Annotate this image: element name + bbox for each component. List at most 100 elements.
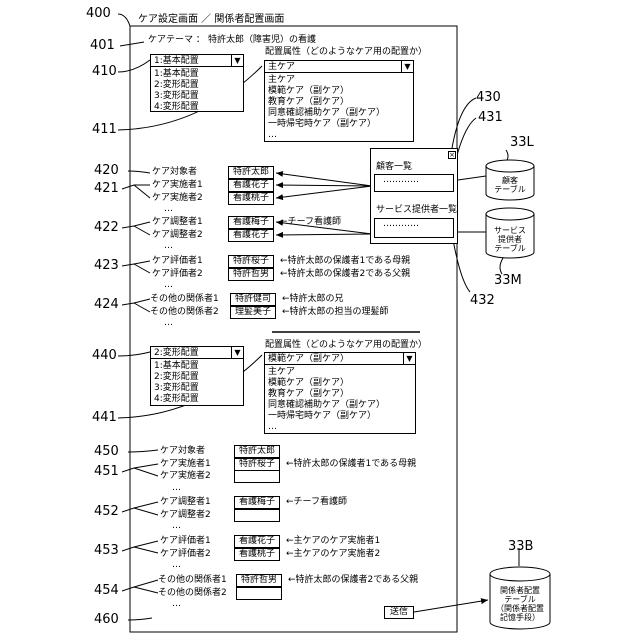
other2-field-2[interactable] bbox=[236, 587, 282, 600]
placement-option[interactable]: 1:基本配置 bbox=[154, 361, 240, 372]
attr-option[interactable]: 一時帰宅時ケア（副ケア） bbox=[268, 119, 410, 130]
chevron-down-icon[interactable]: ▼ bbox=[403, 353, 415, 364]
chevron-down-icon[interactable]: ▼ bbox=[401, 61, 413, 72]
screen-title: ケア設定画面 ／ 関係者配置画面 bbox=[138, 14, 284, 25]
chevron-down-icon[interactable]: ▼ bbox=[231, 55, 243, 66]
adj2-field-1[interactable]: 看護花子 bbox=[228, 229, 274, 242]
eval2-label-2: ケア評価者2 bbox=[160, 549, 211, 560]
ellipsis: … bbox=[172, 561, 181, 570]
exec2-field-2[interactable] bbox=[234, 470, 280, 483]
other2-label-1: その他の関係者2 bbox=[150, 307, 219, 318]
exec2-label-1: ケア実施者2 bbox=[152, 193, 203, 204]
attr-option[interactable]: 教育ケア（副ケア） bbox=[268, 389, 412, 400]
customer-list[interactable]: ………… bbox=[374, 174, 454, 192]
ellipsis: … bbox=[172, 522, 181, 531]
exec1-label-1: ケア実施者1 bbox=[152, 180, 203, 191]
customer-list-title: 顧客一覧 bbox=[376, 162, 412, 173]
ellipsis: … bbox=[164, 281, 173, 290]
attr-option[interactable]: … bbox=[268, 422, 412, 433]
ref-452: 452 bbox=[94, 505, 119, 519]
other2-note-1: ←特許太郎の担当の理髪師 bbox=[282, 307, 389, 318]
attr-label-1: 配置属性（どのようなケア用の配置か） bbox=[265, 47, 427, 58]
placement-options-1[interactable]: 1:基本配置 2:変形配置 3:変形配置 4:変形配置 bbox=[150, 66, 244, 112]
ellipsis: … bbox=[164, 242, 173, 251]
adj1-field-1[interactable]: 看護梅子 bbox=[228, 216, 274, 229]
adj2-label-2: ケア調整者2 bbox=[160, 510, 211, 521]
placement-option[interactable]: 4:変形配置 bbox=[154, 102, 240, 113]
chevron-down-icon[interactable]: ▼ bbox=[231, 347, 243, 358]
eval2-label-1: ケア評価者2 bbox=[152, 269, 203, 280]
eval1-note-2: ←主ケアのケア実施者1 bbox=[286, 536, 380, 547]
ref-460: 460 bbox=[94, 613, 119, 627]
exec2-field-1[interactable]: 看護桃子 bbox=[228, 192, 274, 205]
provider-list-item[interactable]: ………… bbox=[383, 219, 419, 230]
attr-option[interactable]: 主ケア bbox=[268, 75, 410, 86]
care-theme-value: 特許太郎（障害児）の看護 bbox=[208, 35, 316, 46]
ref-424: 424 bbox=[94, 298, 119, 312]
ref-451: 451 bbox=[94, 465, 119, 479]
eval1-field-2[interactable]: 看護花子 bbox=[234, 535, 280, 548]
ref-33L: 33L bbox=[510, 136, 534, 150]
other1-field-1[interactable]: 特許健司 bbox=[230, 293, 276, 306]
ref-423: 423 bbox=[94, 259, 119, 273]
target-field-2[interactable]: 特許太郎 bbox=[234, 445, 280, 458]
placement-option[interactable]: 2:変形配置 bbox=[154, 372, 240, 383]
attr-options-2[interactable]: 主ケア 模範ケア（副ケア） 教育ケア（副ケア） 同意確認補助ケア（副ケア） 一時… bbox=[264, 364, 416, 434]
eval2-field-2[interactable]: 看護桃子 bbox=[234, 548, 280, 561]
ref-431: 431 bbox=[478, 111, 503, 125]
placement-select-1-value: 1:基本配置 bbox=[154, 56, 199, 66]
attr-option[interactable]: … bbox=[268, 130, 410, 141]
ref-432: 432 bbox=[470, 294, 495, 308]
adj2-label-1: ケア調整者2 bbox=[152, 230, 203, 241]
eval1-field-1[interactable]: 特許桜子 bbox=[228, 255, 274, 268]
adj1-field-2[interactable]: 看護梅子 bbox=[234, 496, 280, 509]
ellipsis: … bbox=[172, 484, 181, 493]
placement-option[interactable]: 4:変形配置 bbox=[154, 394, 240, 405]
target-label-2: ケア対象者 bbox=[160, 446, 205, 457]
placement-select-2-value: 2:変形配置 bbox=[154, 348, 199, 358]
ref-430: 430 bbox=[476, 91, 501, 105]
eval2-note-2: ←主ケアのケア実施者2 bbox=[286, 549, 380, 560]
exec1-field-1[interactable]: 看護花子 bbox=[228, 179, 274, 192]
send-button[interactable]: 送信 bbox=[384, 606, 414, 619]
customer-list-item[interactable]: ………… bbox=[383, 175, 419, 186]
eval2-field-1[interactable]: 特許哲男 bbox=[228, 268, 274, 281]
provider-list[interactable]: ………… bbox=[374, 218, 454, 238]
placement-options-2[interactable]: 1:基本配置 2:変形配置 3:変形配置 4:変形配置 bbox=[150, 358, 244, 406]
care-theme-label: ケアテーマ ： bbox=[148, 35, 205, 46]
attr-option[interactable]: 主ケア bbox=[268, 367, 412, 378]
ellipsis: … bbox=[164, 319, 173, 328]
adj2-field-2[interactable] bbox=[234, 509, 280, 522]
placement-option[interactable]: 1:基本配置 bbox=[154, 69, 240, 80]
ref-401: 401 bbox=[90, 39, 115, 53]
other1-field-2[interactable]: 特許哲男 bbox=[236, 574, 282, 587]
ellipsis: … bbox=[172, 600, 181, 609]
attr-option[interactable]: 一時帰宅時ケア（副ケア） bbox=[268, 411, 412, 422]
adj1-note-2: ←チーフ看護師 bbox=[286, 497, 347, 508]
attr-option[interactable]: 模範ケア（副ケア） bbox=[268, 378, 412, 389]
attr-option[interactable]: 同意確認補助ケア（副ケア） bbox=[268, 400, 412, 411]
attr-option[interactable]: 教育ケア（副ケア） bbox=[268, 97, 410, 108]
attr-option[interactable]: 同意確認補助ケア（副ケア） bbox=[268, 108, 410, 119]
placement-option[interactable]: 3:変形配置 bbox=[154, 383, 240, 394]
ref-421: 421 bbox=[94, 182, 119, 196]
exec1-label-2: ケア実施者1 bbox=[160, 459, 211, 470]
attr-option[interactable]: 模範ケア（副ケア） bbox=[268, 86, 410, 97]
ellipsis: … bbox=[164, 205, 173, 214]
attr-select-1-value: 主ケア bbox=[268, 62, 295, 72]
other2-label-2: その他の関係者2 bbox=[158, 588, 227, 599]
eval2-note-1: ←特許太郎の保護者2である父親 bbox=[280, 269, 410, 280]
target-label-1: ケア対象者 bbox=[152, 167, 197, 178]
target-field-1[interactable]: 特許太郎 bbox=[228, 166, 274, 179]
ref-422: 422 bbox=[94, 221, 119, 235]
close-icon[interactable]: × bbox=[448, 151, 456, 159]
attr-select-2-value: 模範ケア（副ケア） bbox=[268, 354, 349, 364]
ref-33M: 33M bbox=[494, 274, 522, 288]
eval1-label-1: ケア評価者1 bbox=[152, 256, 203, 267]
ref-454: 454 bbox=[94, 584, 119, 598]
placement-option[interactable]: 3:変形配置 bbox=[154, 91, 240, 102]
provider-table-label: サービス提供者テーブル bbox=[494, 226, 526, 253]
other2-field-1[interactable]: 理髪美子 bbox=[230, 306, 276, 319]
placement-option[interactable]: 2:変形配置 bbox=[154, 80, 240, 91]
attr-options-1[interactable]: 主ケア 模範ケア（副ケア） 教育ケア（副ケア） 同意確認補助ケア（副ケア） 一時… bbox=[264, 72, 414, 142]
